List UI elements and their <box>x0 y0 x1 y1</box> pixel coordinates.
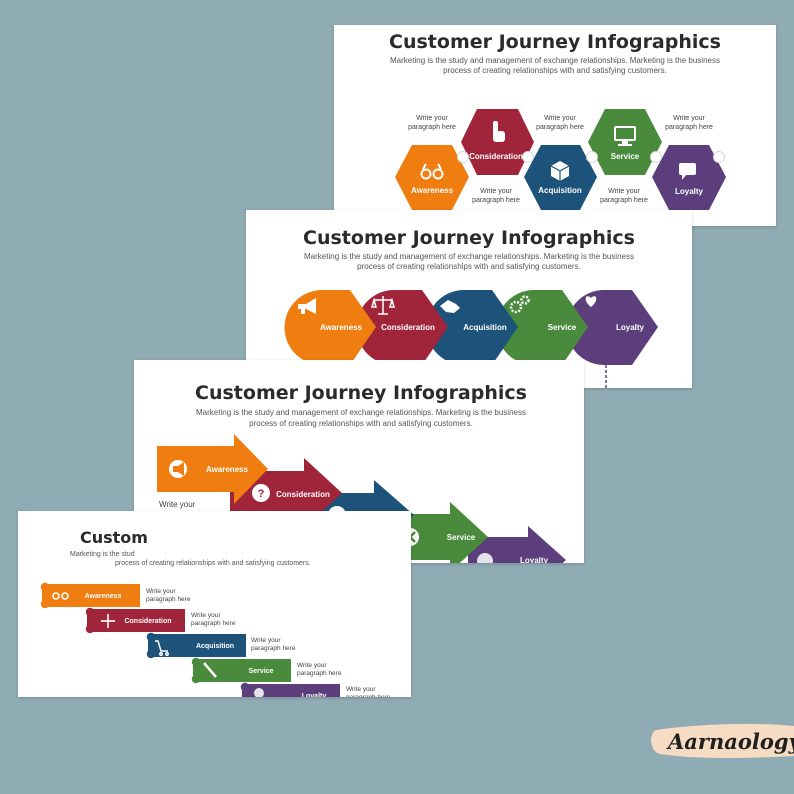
step-label: Awareness <box>320 323 363 332</box>
svg-text:Write your: Write your <box>673 115 705 122</box>
scales-icon <box>371 296 395 315</box>
move-icon <box>101 614 115 628</box>
step-awareness: Awareness <box>284 290 376 365</box>
step-consideration: Consideration <box>85 607 185 634</box>
step-acquisition: Acquisition <box>524 145 597 210</box>
step-label: Consideration <box>124 618 171 625</box>
step-label: Consideration <box>469 152 523 161</box>
hand-pointer-icon <box>493 121 505 142</box>
slide-title: Customer Journey Infographics <box>303 227 635 249</box>
svg-text:paragraph here: paragraph here <box>408 124 456 131</box>
slide-title: Customer Journey Infographics <box>389 31 721 53</box>
binoculars-icon <box>420 163 444 180</box>
svg-text:Write your: Write your <box>146 588 176 595</box>
question-icon: ? <box>252 484 270 502</box>
slide-subtitle: Marketing is the study and management of… <box>390 56 720 65</box>
svg-text:paragraph here: paragraph here <box>472 197 520 204</box>
box-icon <box>550 161 570 181</box>
svg-text:paragraph here: paragraph here <box>536 124 584 131</box>
slide-subtitle: Marketing is the study and management of… <box>304 252 634 261</box>
svg-text:paragraph here: paragraph here <box>665 124 713 131</box>
paragraph-notes: Write your paragraph here Write your par… <box>146 588 391 697</box>
slide-drop: Customer Journey Infographics Marketing … <box>246 210 692 388</box>
step-loyalty: Loyalty <box>240 682 340 697</box>
svg-text:Write your: Write your <box>608 188 640 195</box>
slide-subtitle: process of creating relationships with a… <box>443 66 667 75</box>
step-label: Acquisition <box>538 186 582 195</box>
step-awareness: Awareness <box>40 582 141 609</box>
slide-subtitle: process of creating relationships with a… <box>357 262 581 271</box>
brand-logo: Aarnaology <box>646 712 794 773</box>
step-awareness: Awareness <box>395 145 469 210</box>
step-label: Acquisition <box>196 643 234 650</box>
step-label: Service <box>249 668 274 675</box>
screwdriver-icon <box>203 662 217 678</box>
megaphone-icon <box>298 298 316 314</box>
svg-text:Write your: Write your <box>480 188 512 195</box>
svg-text:Write your: Write your <box>297 662 327 669</box>
step-loyalty: Loyalty <box>468 526 566 563</box>
step-label: Awareness <box>411 186 454 195</box>
step-label: Service <box>548 323 577 332</box>
slide-hexagon: Customer Journey Infographics Marketing … <box>334 25 776 226</box>
step-label: Service <box>447 533 476 542</box>
svg-text:paragraph here: paragraph here <box>297 670 342 677</box>
heart-icon <box>585 296 597 307</box>
step-acquisition: Acquisition <box>146 632 246 659</box>
chat-icon <box>679 163 696 180</box>
svg-text:Write your: Write your <box>159 500 196 509</box>
step-acquisition: Acquisition <box>426 290 518 365</box>
svg-text:Write your: Write your <box>346 686 376 693</box>
slide-subtitle: process of creating relationships with a… <box>249 419 473 428</box>
svg-text:paragraph here: paragraph here <box>600 197 648 204</box>
step-label: Awareness <box>85 593 122 600</box>
brand-name: Aarnaology <box>666 729 794 754</box>
monitor-icon <box>614 126 636 146</box>
svg-text:paragraph here: paragraph here <box>251 645 296 652</box>
handshake-icon <box>440 300 460 313</box>
cart-icon <box>155 640 169 656</box>
step-service: Service <box>496 290 588 365</box>
step-label: Loyalty <box>302 693 327 697</box>
step-label: Consideration <box>381 323 435 332</box>
step-consideration: Consideration <box>356 290 448 365</box>
slide-tab: Custom Marketing is the stud process of … <box>18 511 411 697</box>
slide-title: Customer Journey Infographics <box>195 382 527 404</box>
binoculars-icon <box>52 592 69 600</box>
step-service: Service <box>588 109 662 175</box>
step-loyalty: Loyalty <box>652 145 726 210</box>
step-label: Loyalty <box>616 323 645 332</box>
thumbs-up-icon <box>477 553 493 563</box>
slide-subtitle: process of creating relationships with a… <box>115 560 311 567</box>
step-label: Service <box>611 152 640 161</box>
step-label: Consideration <box>276 490 330 499</box>
heart-icon <box>254 688 264 697</box>
slide-subtitle: Marketing is the stud <box>70 551 135 558</box>
step-consideration: Consideration <box>461 109 534 175</box>
step-label: Loyalty <box>520 556 549 563</box>
paragraph-notes: Write your paragraph here Write your par… <box>408 115 713 204</box>
step-label: Loyalty <box>675 187 704 196</box>
gears-icon <box>509 295 530 314</box>
step-loyalty: Loyalty <box>566 290 658 365</box>
svg-text:Write your: Write your <box>416 115 448 122</box>
svg-text:Write your: Write your <box>191 612 221 619</box>
slide-subtitle: Marketing is the study and management of… <box>196 408 526 417</box>
slide-title: Custom <box>80 528 148 547</box>
step-label: Acquisition <box>463 323 507 332</box>
svg-text:paragraph here: paragraph here <box>191 620 236 627</box>
megaphone-icon <box>169 460 187 478</box>
svg-text:paragraph here: paragraph here <box>346 694 391 697</box>
step-label: Awareness <box>206 465 249 474</box>
svg-text:Write your: Write your <box>251 637 281 644</box>
svg-text:paragraph here: paragraph here <box>146 596 191 603</box>
step-service: Service <box>191 657 291 684</box>
step-awareness: Awareness <box>157 434 268 504</box>
svg-text:?: ? <box>258 488 265 500</box>
hex-connectors <box>457 151 725 163</box>
svg-text:Write your: Write your <box>544 115 576 122</box>
